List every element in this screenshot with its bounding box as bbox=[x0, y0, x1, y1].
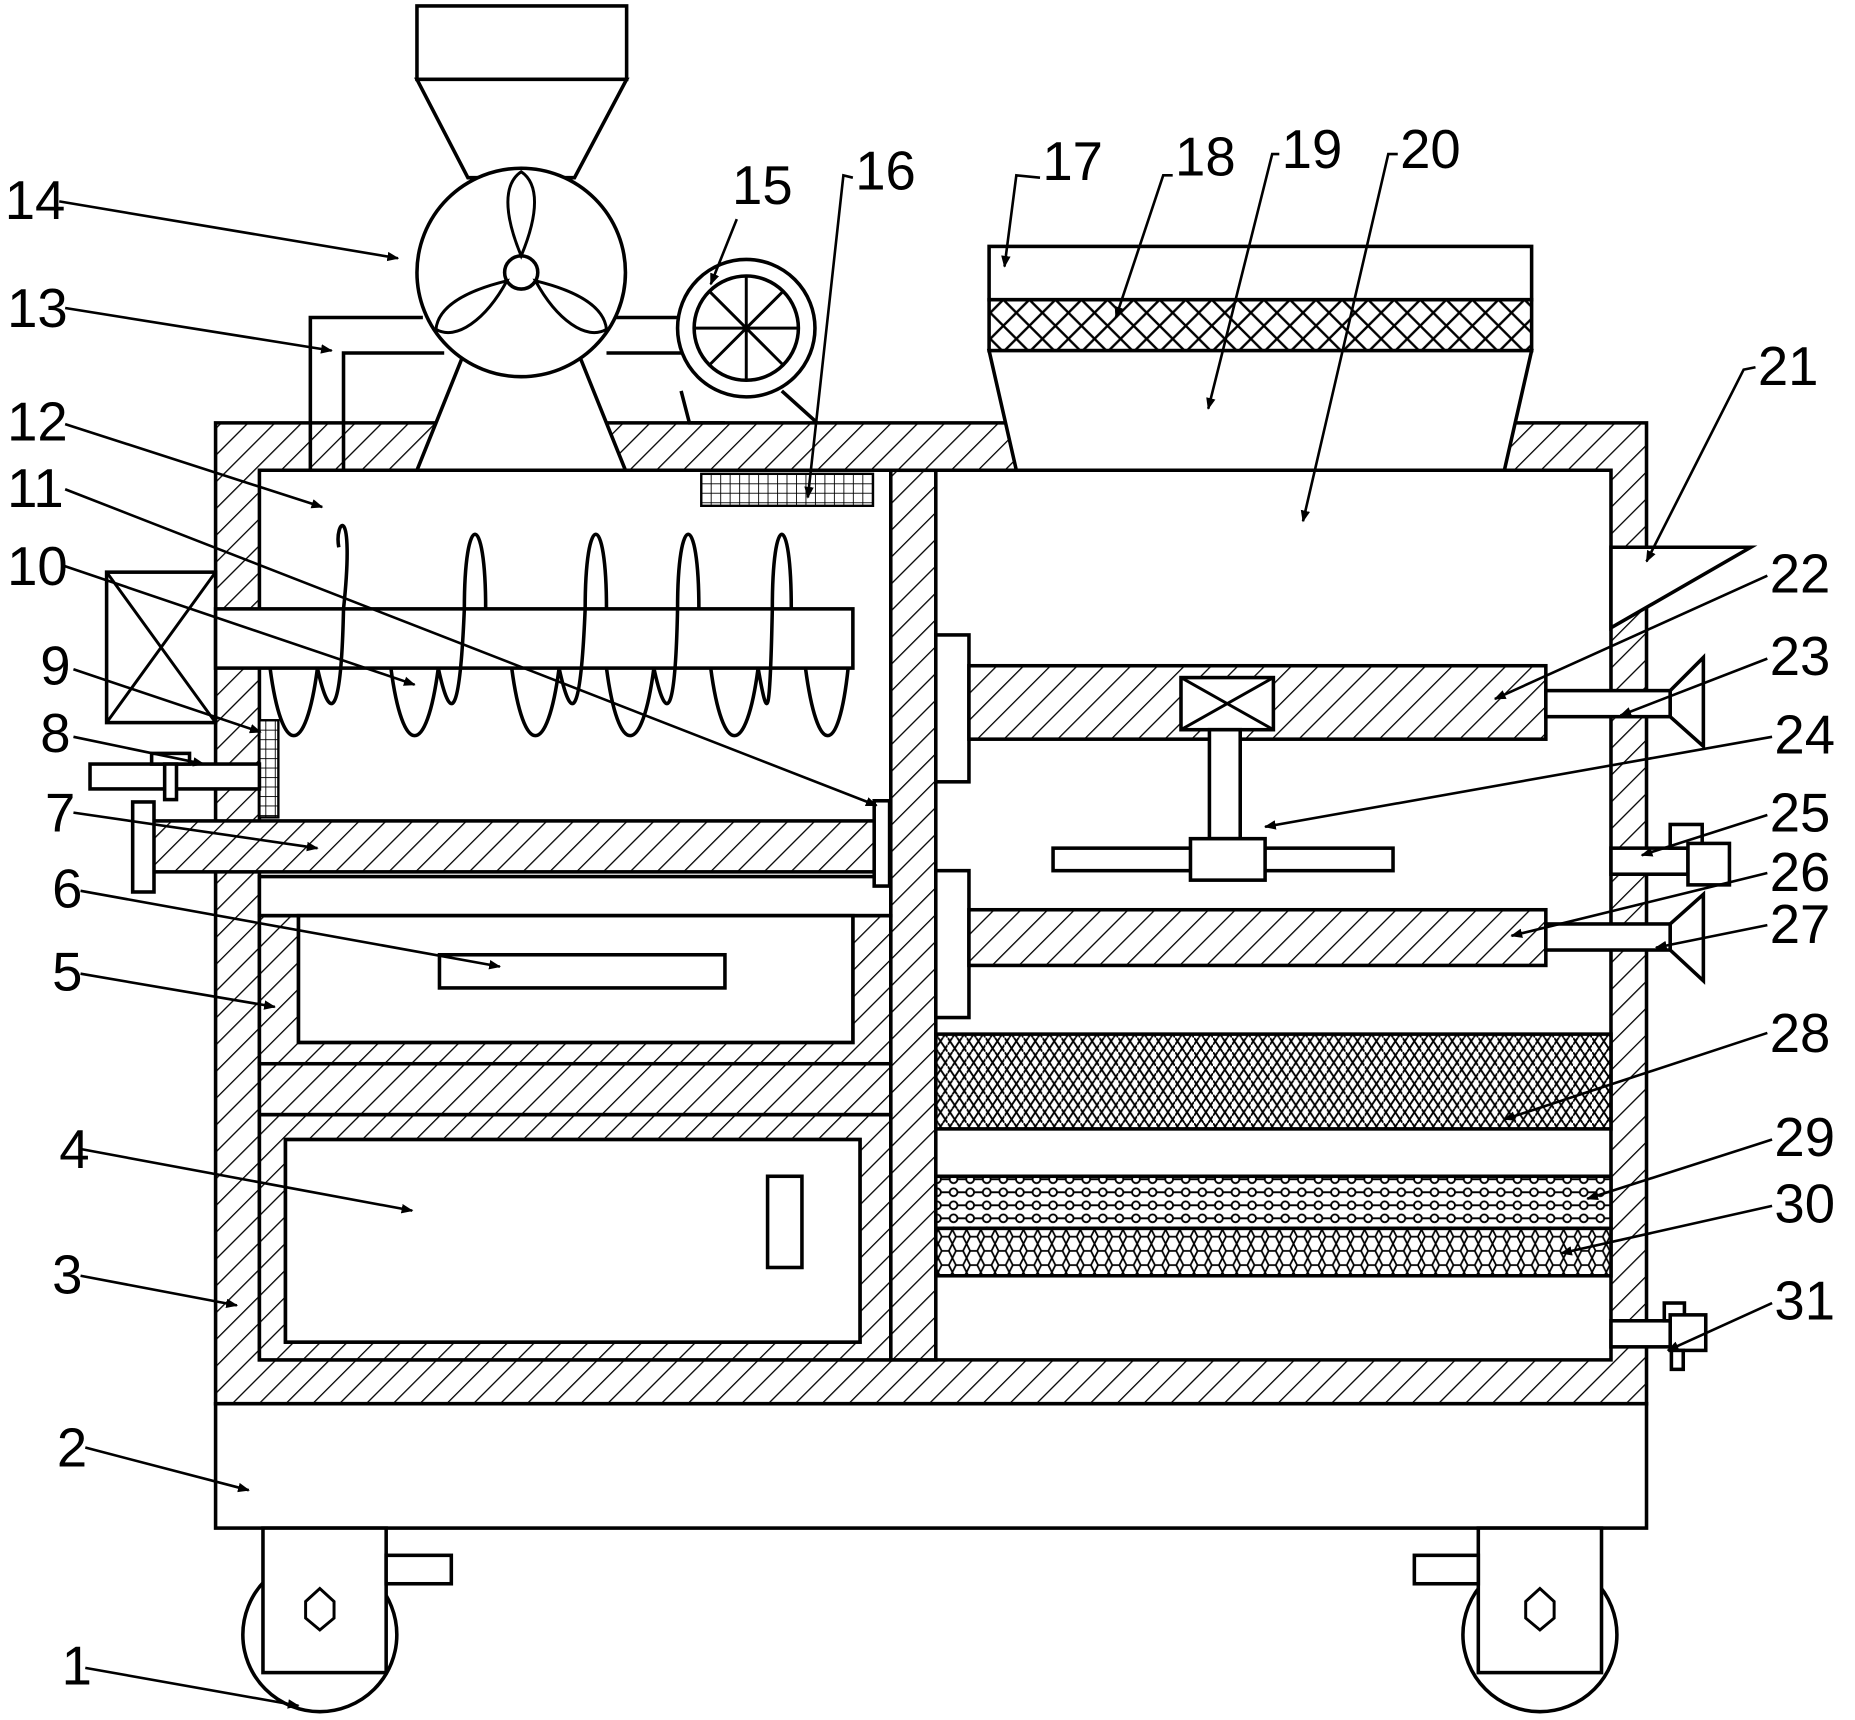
label-20: 20 bbox=[1400, 119, 1461, 180]
right-wheel-bracket bbox=[1476, 1526, 1604, 1675]
vibration-block bbox=[872, 798, 892, 888]
center-partition bbox=[889, 468, 938, 1362]
upper-nozzle-head bbox=[1668, 653, 1706, 751]
stirring-hub bbox=[1188, 836, 1267, 882]
cabinet-handle bbox=[765, 1174, 804, 1270]
drain-outlet-valve bbox=[1668, 1313, 1708, 1353]
label-17: 17 bbox=[1042, 131, 1103, 192]
label-30: 30 bbox=[1774, 1173, 1835, 1234]
label-18: 18 bbox=[1175, 126, 1236, 187]
hood-filter bbox=[987, 297, 1534, 353]
left-wheel-axle bbox=[304, 1586, 336, 1632]
screw-blade bbox=[268, 523, 850, 738]
crushing-chamber bbox=[88, 472, 892, 894]
label-24: 24 bbox=[1774, 704, 1835, 765]
label-3: 3 bbox=[52, 1245, 82, 1306]
middle-plate bbox=[257, 1061, 893, 1117]
left-wheel-bracket bbox=[261, 1526, 388, 1675]
lower-roller-bracket bbox=[934, 868, 971, 1020]
stirring-motor-cross bbox=[1180, 676, 1275, 731]
support-ledge bbox=[257, 874, 893, 918]
blower-pipe bbox=[606, 315, 682, 355]
left-wheel-brake bbox=[384, 1553, 454, 1586]
label-22: 22 bbox=[1770, 543, 1831, 604]
label-8: 8 bbox=[40, 703, 70, 764]
label-14: 14 bbox=[5, 170, 66, 231]
right-wheel-brake bbox=[1412, 1553, 1481, 1586]
sieve-plate-handle bbox=[130, 800, 156, 894]
label-13: 13 bbox=[7, 278, 68, 339]
label-1: 1 bbox=[62, 1635, 92, 1696]
drain-outlet-stem bbox=[1669, 1348, 1686, 1372]
label-27: 27 bbox=[1770, 894, 1831, 955]
filter-layer-upper bbox=[934, 1032, 1613, 1131]
label-10: 10 bbox=[7, 536, 68, 597]
left-lower-section bbox=[257, 874, 893, 1362]
lower-roller bbox=[967, 907, 1548, 968]
storage-cabinet bbox=[283, 1137, 862, 1344]
leader-lines bbox=[59, 152, 1773, 1709]
label-6: 6 bbox=[52, 858, 82, 919]
label-2: 2 bbox=[57, 1417, 87, 1478]
base-frame bbox=[213, 1401, 1649, 1530]
sieve-plate bbox=[137, 819, 879, 874]
inlet-valve-body bbox=[1686, 841, 1732, 887]
label-12: 12 bbox=[7, 392, 68, 453]
part-labels: 1 2 3 4 5 6 7 8 9 10 11 12 13 14 15 16 1… bbox=[5, 119, 1835, 1696]
right-wheel-axle bbox=[1524, 1586, 1556, 1632]
label-25: 25 bbox=[1770, 783, 1831, 844]
upper-roller-bracket bbox=[934, 633, 971, 784]
label-16: 16 bbox=[855, 141, 916, 202]
label-31: 31 bbox=[1774, 1271, 1835, 1332]
base-and-wheels bbox=[213, 1401, 1649, 1714]
lower-nozzle-pipe bbox=[1544, 922, 1672, 952]
blower-base-left bbox=[679, 390, 725, 425]
treatment-chamber bbox=[934, 244, 1758, 1372]
vent-mesh bbox=[700, 472, 875, 508]
stirring-shaft bbox=[1207, 727, 1242, 841]
return-pipe bbox=[308, 315, 445, 471]
fan-blades bbox=[434, 169, 609, 335]
hood-cap bbox=[987, 244, 1534, 302]
side-filter-strip bbox=[258, 719, 280, 819]
feed-hopper-top bbox=[415, 4, 629, 82]
label-5: 5 bbox=[52, 941, 82, 1002]
motor-cross-mark bbox=[105, 571, 217, 724]
label-9: 9 bbox=[40, 636, 70, 697]
drawer-handle bbox=[437, 952, 727, 990]
label-4: 4 bbox=[59, 1119, 89, 1180]
lower-nozzle-head bbox=[1668, 890, 1706, 985]
screw-shaft bbox=[213, 607, 855, 670]
label-28: 28 bbox=[1770, 1003, 1831, 1064]
label-23: 23 bbox=[1770, 626, 1831, 687]
feed-hopper-funnel bbox=[414, 77, 630, 180]
label-7: 7 bbox=[45, 783, 75, 844]
filter-layer-lower bbox=[934, 1226, 1613, 1278]
drain-valve-stem bbox=[162, 762, 179, 802]
label-11: 11 bbox=[7, 458, 64, 519]
impeller-spokes bbox=[694, 276, 799, 381]
hood-funnel bbox=[986, 348, 1534, 473]
label-29: 29 bbox=[1774, 1107, 1835, 1168]
label-26: 26 bbox=[1770, 842, 1831, 903]
exhaust-outlet bbox=[1609, 545, 1758, 631]
filter-layer-middle bbox=[934, 1174, 1613, 1231]
top-assembly bbox=[308, 4, 819, 473]
label-15: 15 bbox=[732, 155, 793, 216]
blower-base-right bbox=[780, 389, 819, 425]
label-19: 19 bbox=[1282, 119, 1343, 180]
label-21: 21 bbox=[1758, 336, 1819, 397]
